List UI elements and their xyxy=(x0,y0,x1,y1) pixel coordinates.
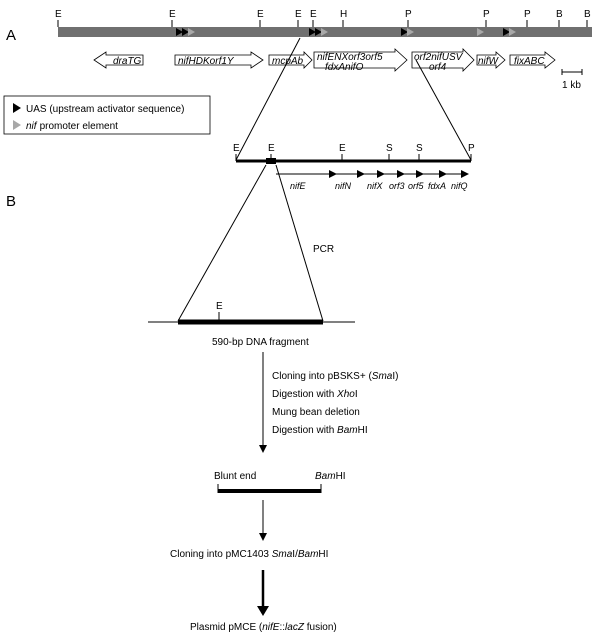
blunt-end-label: Blunt end xyxy=(214,471,256,482)
site-label: P xyxy=(524,9,531,20)
bamhi-end-label: BamHI xyxy=(315,471,346,482)
zoom-gene-label: orf3 xyxy=(389,181,405,191)
panel-label-a: A xyxy=(6,27,16,44)
gene-label-nifenx-line1: nifENXorf3orf5 xyxy=(317,52,383,63)
gene-arrow-nifw xyxy=(476,51,506,69)
zoom-gene-label: orf5 xyxy=(408,181,425,191)
processed-fragment: Blunt end BamHI xyxy=(214,471,346,493)
promoter-marker xyxy=(477,28,484,36)
uas-marker xyxy=(176,28,183,36)
site-label: E xyxy=(295,9,302,20)
zoomed-region: E E E S S P nifE nifN nifX orf3 orf5 fdx… xyxy=(233,143,475,191)
fragment-caption: 590-bp DNA fragment xyxy=(212,337,309,348)
uas-marker xyxy=(503,28,510,36)
zoom-site-label: P xyxy=(468,143,475,154)
site-label: E xyxy=(169,9,176,20)
promoter-marker xyxy=(509,28,516,36)
step-digestion-bamhi: Digestion with BamHI xyxy=(272,425,368,436)
gene-arrow-nifhdk xyxy=(174,51,264,69)
scale-label: 1 kb xyxy=(562,80,581,91)
gene-arrow-mcpab xyxy=(268,51,313,69)
uas-legend-icon xyxy=(13,103,21,113)
promoter-marker xyxy=(321,28,328,36)
gene-label-orf2-line1: orf2nifUSV xyxy=(414,52,464,63)
zoom-line-right xyxy=(415,59,472,161)
zoom-gene-label: fdxA xyxy=(428,181,446,191)
site-label: H xyxy=(340,9,347,20)
restriction-sites-top: E E E E E H P P P B B xyxy=(55,9,591,27)
site-label: B xyxy=(556,9,563,20)
uas-marker xyxy=(309,28,316,36)
legend-uas-text: UAS (upstream activator sequence) xyxy=(26,104,184,115)
site-label: E xyxy=(55,9,62,20)
step-cloning-pbsks: Cloning into pBSKS+ (SmaI) xyxy=(272,371,398,382)
gene-arrow-fixabc xyxy=(509,51,556,69)
fragment: E 590-bp DNA fragment xyxy=(148,301,355,348)
flow-arrow-3-head xyxy=(257,606,269,616)
zoom-site-label: E xyxy=(339,143,346,154)
promoter-legend-icon xyxy=(13,120,21,130)
zoom-line-left xyxy=(235,37,301,161)
legend-box xyxy=(3,95,211,135)
site-label: E xyxy=(310,9,317,20)
cloning-steps: Cloning into pBSKS+ (SmaI) Digestion wit… xyxy=(272,371,398,436)
step-mung-bean: Mung bean deletion xyxy=(272,407,360,418)
uas-marker xyxy=(182,28,189,36)
zoom-gene-label: nifQ xyxy=(451,181,468,191)
zoom-gene-label: nifN xyxy=(335,181,352,191)
fragment-site-label: E xyxy=(216,301,223,312)
pcr-line-left xyxy=(177,164,267,322)
gene-arrow-nifenx xyxy=(313,48,408,72)
pcr-line-right xyxy=(275,164,324,322)
zoom-gene-label: nifX xyxy=(367,181,384,191)
zoom-site-label: S xyxy=(416,143,423,154)
panel-label-b: B xyxy=(6,193,16,210)
site-label: P xyxy=(483,9,490,20)
site-label: P xyxy=(405,9,412,20)
cloning-pmc1403: Cloning into pMC1403 SmaI/BamHI xyxy=(170,549,328,560)
promoter-marker xyxy=(188,28,195,36)
zoom-gene-label: nifE xyxy=(290,181,307,191)
site-label: B xyxy=(584,9,591,20)
gene-label-fixabc: fixABC xyxy=(514,56,545,67)
zoom-site-label: E xyxy=(268,143,275,154)
uas-marker xyxy=(315,28,322,36)
gene-label-nifenx-line2: fdxAnifO xyxy=(325,62,364,73)
gene-label-dratg: draTG xyxy=(113,56,142,67)
gene-label-nifw: nifW xyxy=(478,56,500,67)
gene-arrows: draTG nifHDKorf1Y mcpAb nifENXorf3orf5 f… xyxy=(93,48,556,73)
scale-bar: 1 kb xyxy=(561,69,583,91)
step-digestion-xhoi: Digestion with XhoI xyxy=(272,389,358,400)
gene-label-nifhdk: nifHDKorf1Y xyxy=(178,56,235,67)
pcr-label: PCR xyxy=(313,244,334,255)
site-label: E xyxy=(257,9,264,20)
plasmid-label: Plasmid pMCE (nifE::lacZ fusion) xyxy=(190,622,337,633)
uas-marker xyxy=(401,28,408,36)
promoter-markers xyxy=(176,28,516,36)
gene-arrow-dratg xyxy=(93,51,144,69)
zoom-site-label: E xyxy=(233,143,240,154)
gene-label-orf2-line2: orf4 xyxy=(429,62,447,73)
zoom-site-label: S xyxy=(386,143,393,154)
promoter-marker xyxy=(407,28,414,36)
